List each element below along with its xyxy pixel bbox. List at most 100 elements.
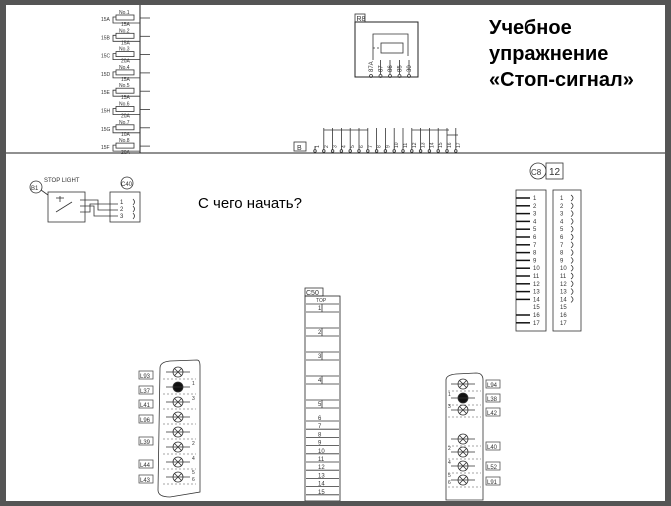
lamp-cluster-pin-label: 2 [192,441,195,447]
c50-pin-label: 4 [318,378,322,384]
c40-pin-label: 3 [120,214,124,220]
fuse-rating-label: 15A [121,40,131,46]
c8-right-pin-label: 8 [560,251,564,257]
lamp-label-box [138,474,154,484]
lamp-cluster-pin-label: 5 [448,473,451,479]
connector-c40-body [109,191,141,223]
c8-right-pin-label: 13 [560,290,567,296]
bus-pin-label: 15 [438,142,444,148]
connector-c8-right-body [552,189,582,332]
c40-pin-socket [132,212,135,220]
lamp-label: L91 [487,480,498,486]
fuse-number-label: No.1 [119,10,130,16]
bus-pin-label: 10 [394,142,400,148]
fuse-rating-label: 20A [121,150,131,156]
relay-pin [388,74,392,78]
question-text: С чего начать? [198,195,302,212]
lamp-cluster-pin-label: 6 [192,477,195,483]
c8-pin-socket [570,210,574,217]
bus-pin [418,149,423,153]
bus-pin-label: 3 [333,145,339,148]
connector-c8-count-box [545,162,564,180]
c8-right-pin-label: 17 [560,321,567,327]
lamp-label-box [138,459,154,469]
c40-pin-label: 2 [120,207,124,213]
c8-left-pin-label: 8 [533,251,537,257]
fuse-circuit-label: 15B [101,35,111,41]
fuse-wire [112,108,140,115]
relay-pin [397,74,402,78]
c8-right-pin-label: 15 [560,305,567,311]
c8-left-pin-label: 5 [533,227,537,233]
fuse-number-label: No.7 [119,120,130,126]
bus-pin [366,149,370,153]
c40-pin-socket [132,198,135,206]
c8-right-pin-label: 4 [560,219,564,225]
fuse-circuit-label: 15H [101,109,111,115]
bus-pin [313,149,317,153]
connector-c40-label: C40 [121,182,133,188]
fuse-wire [112,53,140,60]
title-line: Учебное [489,17,572,39]
c8-right-pin-label: 16 [560,313,567,319]
lamp-label-box [485,461,501,471]
c40-pins: 123 [120,198,135,220]
lamp-label: L40 [487,445,498,451]
c8-right-pin-label: 7 [560,243,564,249]
bus-pin-label: 9 [385,145,391,148]
switch-wire [80,199,118,211]
switch-label-circle [29,180,43,194]
lamp-label: L44 [140,463,151,469]
relay-coil [380,42,404,54]
c8-right-pin-label: 3 [560,212,564,218]
c50-pin-label: 11 [318,457,325,463]
c8-pin-socket [570,218,574,225]
c8-left-pin-label: 4 [533,219,537,225]
c8-left-pin-label: 3 [533,212,537,218]
relay-pin [369,74,373,78]
fuse-number-label: No.2 [119,28,130,34]
lamp-label: L39 [140,440,151,446]
c50-pin-label: 8 [318,432,322,438]
fuse [115,14,135,21]
connector-c8-count: 12 [549,167,561,178]
lamp-label: L93 [140,374,151,380]
bus-pin-label: 13 [421,142,427,148]
lamp-label-box [485,407,501,417]
lamp-label: L37 [140,389,151,395]
lamp-cluster-pin-label: 1 [448,392,451,398]
fuse-box: 15ANo.115A15BNo.215A15CNo.320A15DNo.415A… [101,10,150,156]
fuse-number-label: No.4 [119,65,130,71]
right-cluster-outline [445,372,484,501]
fuse-circuit-label: 15F [101,145,110,151]
c8-left-pin-label: 12 [533,282,540,288]
c8-pin-socket [570,225,574,233]
fuse-number-label: No.8 [119,138,130,144]
fuse-wire [112,126,140,134]
bus-pin [322,149,326,153]
c8-pin-socket [570,249,574,256]
c50-pin-label: 15 [318,490,325,496]
relay-pin-label: 30 [407,65,413,72]
lamp-label: L96 [140,418,151,424]
c8-left-pin-label: 13 [533,290,540,296]
relay-wire [372,33,409,60]
lamp-cluster-pin-label: 3 [448,404,451,410]
fuse-wire [112,144,140,152]
bus-pin [401,149,405,153]
fuse-rating-label: 15A [121,95,131,101]
c8-left-pin-label: 11 [533,274,540,280]
lamp-label-box [138,399,154,409]
relay-label: R8 [357,16,366,23]
lamp-label: L42 [487,411,498,417]
c8-right-pin-label: 11 [560,274,567,280]
lamp-cluster-pin-label: 4 [448,460,451,466]
c40-pin-socket [132,205,135,213]
c8-pin-socket [570,280,574,288]
bus-pin-label: 7 [368,145,374,148]
c8-right-pin-label: 6 [560,235,564,241]
c8-left-pin-label: 17 [533,321,540,327]
